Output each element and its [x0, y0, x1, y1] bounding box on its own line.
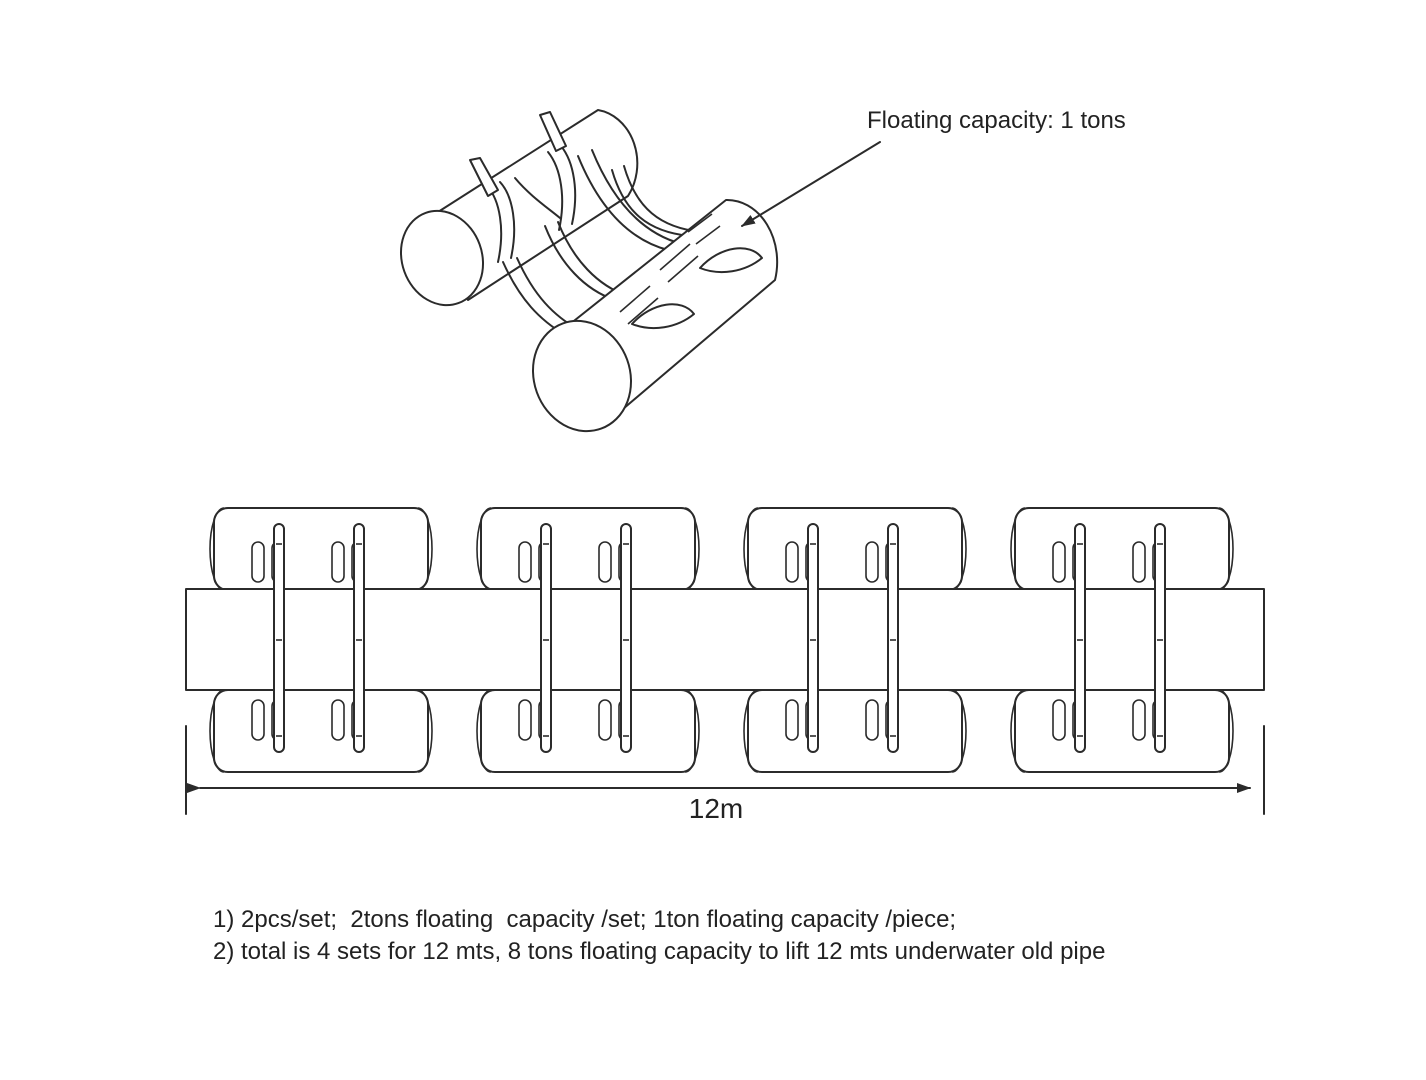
strap-2-1 [540, 523, 552, 753]
float-set-2 [476, 507, 700, 773]
note-1: 1) 2pcs/set; 2tons floating capacity /se… [213, 906, 957, 933]
strap-1-1 [273, 523, 285, 753]
callout-label: Floating capacity: 1 tons [867, 107, 1126, 134]
strap-1-2 [353, 523, 365, 753]
lower-float [209, 689, 433, 773]
dimension-label: 12m [689, 793, 743, 824]
pipe-assembly [185, 507, 1265, 773]
float-set-4 [1010, 507, 1234, 773]
upper-float [209, 507, 433, 591]
dimension: 12m [185, 725, 1265, 824]
notes: 1) 2pcs/set; 2tons floating capacity /se… [213, 904, 1333, 968]
strap-2-2 [620, 523, 632, 753]
float-straps [273, 523, 1166, 753]
pipe [185, 588, 1265, 691]
upper-float [1010, 507, 1234, 591]
front-float [531, 198, 779, 433]
strap-3-1 [807, 523, 819, 753]
strap-4-2 [1154, 523, 1166, 753]
note-2: 2) total is 4 sets for 12 mts, 8 tons fl… [213, 938, 1106, 965]
strap-4-1 [1074, 523, 1086, 753]
float-sets [209, 507, 1234, 773]
upper-float [743, 507, 967, 591]
lower-float [743, 689, 967, 773]
lower-float [476, 689, 700, 773]
float-set-3 [743, 507, 967, 773]
float-set-1 [209, 507, 433, 773]
back-float [399, 109, 639, 307]
upper-float [476, 507, 700, 591]
lower-float [1010, 689, 1234, 773]
float-set-illustration: Floating capacity: 1 tons [399, 107, 1126, 433]
callout-arrow [741, 141, 881, 227]
strap-3-2 [887, 523, 899, 753]
